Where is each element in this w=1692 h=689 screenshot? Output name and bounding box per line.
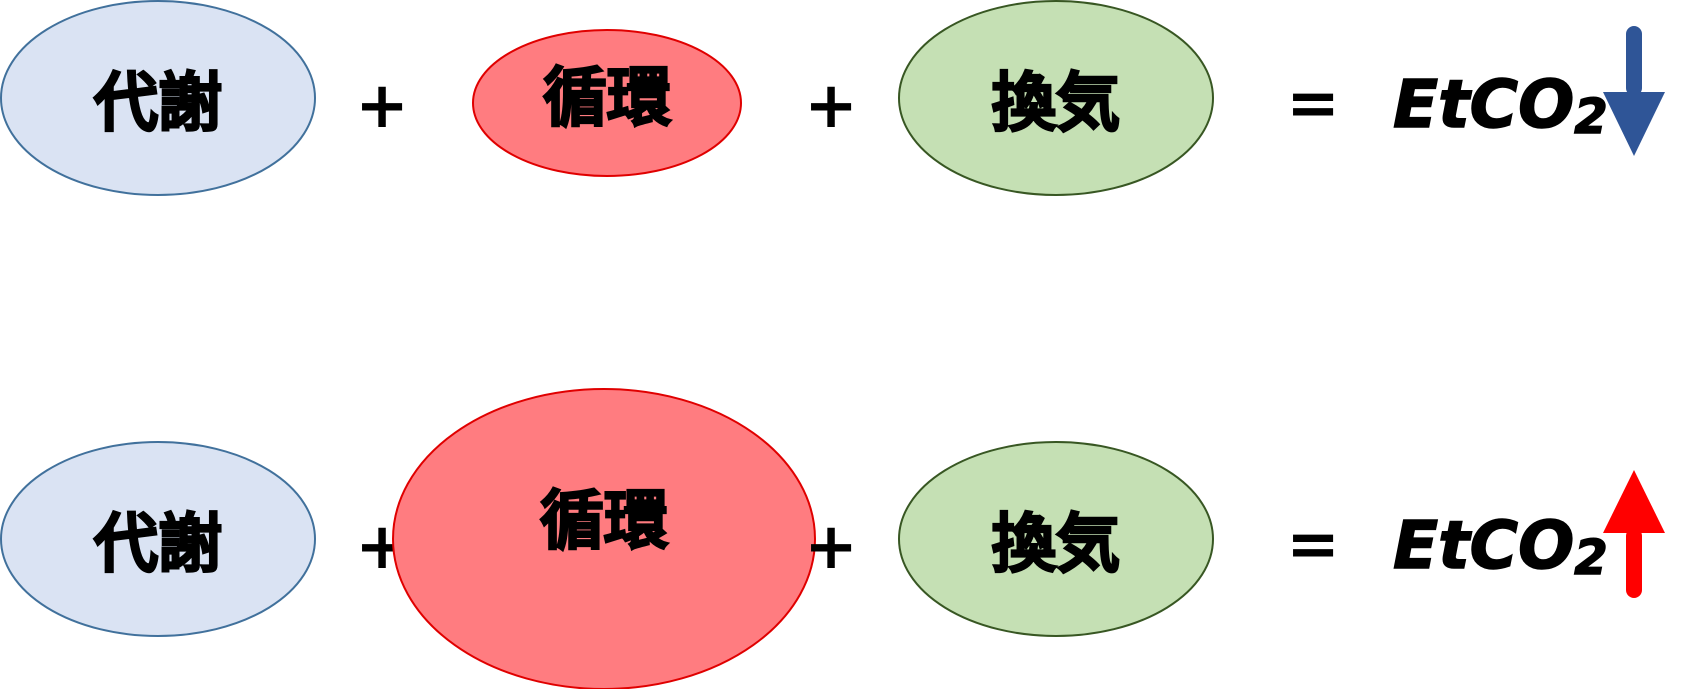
equals-sign: =: [1286, 508, 1340, 582]
ventilation-bubble: [898, 0, 1214, 196]
etco2-subscript: 2: [1574, 89, 1607, 145]
metabolism-label: 代謝: [93, 67, 222, 141]
ventilation-bubble: [898, 441, 1214, 637]
etco2-subscript: 2: [1574, 530, 1607, 586]
equals-sign: =: [1286, 67, 1340, 141]
plus-sign: +: [804, 510, 858, 584]
ventilation-label: 換気: [992, 508, 1120, 582]
etco2-result: EtCO2: [1393, 66, 1608, 145]
metabolism-bubble: [0, 0, 316, 196]
equation-row-decrease: 代謝 + 循環 + 換気 = EtCO2: [0, 0, 1665, 196]
circulation-bubble: [472, 29, 742, 177]
plus-sign: +: [355, 69, 409, 143]
circulation-label: 循環: [540, 485, 668, 559]
equation-row-increase: 代謝 + 循環 + 換気 = EtCO2: [0, 388, 1665, 689]
ventilation-label: 換気: [992, 67, 1120, 141]
metabolism-bubble: [0, 441, 316, 637]
circulation-bubble: [392, 388, 816, 689]
etco2-main: EtCO: [1393, 66, 1574, 143]
plus-sign: +: [804, 69, 858, 143]
etco2-result: EtCO2: [1393, 507, 1608, 586]
arrow-up-icon: [1603, 470, 1665, 598]
arrow-down-icon: [1603, 26, 1665, 156]
circulation-label: 循環: [543, 62, 671, 136]
metabolism-label: 代謝: [93, 508, 222, 582]
etco2-main: EtCO: [1393, 507, 1574, 584]
